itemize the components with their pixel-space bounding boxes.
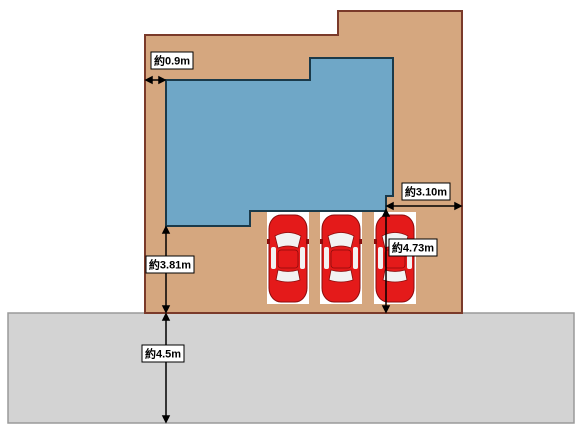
left-mirror xyxy=(267,239,270,244)
road xyxy=(7,312,575,424)
front-setback-text: 約3.81m xyxy=(149,258,191,272)
arrowhead xyxy=(144,75,153,85)
windshield xyxy=(327,232,355,249)
label-parking-width: 約3.10m xyxy=(401,182,451,201)
rear-window xyxy=(328,269,354,283)
side-setback-text: 約0.9m xyxy=(154,54,190,68)
arrowhead xyxy=(161,305,171,314)
arrowhead xyxy=(161,415,171,424)
label-parking-depth: 約4.73m xyxy=(388,238,438,257)
rear-window xyxy=(382,269,408,283)
arrowhead xyxy=(381,208,391,217)
right-side-window xyxy=(353,247,358,269)
parked-car-1 xyxy=(267,212,309,304)
label-side-setback: 約0.9m xyxy=(150,51,194,70)
left-side-window xyxy=(324,247,329,269)
car-roof xyxy=(330,249,352,269)
arrowhead xyxy=(161,312,171,321)
right-mirror xyxy=(306,239,309,244)
arrowhead xyxy=(161,225,171,234)
left-side-window xyxy=(271,247,276,269)
car-roof xyxy=(277,249,299,269)
left-mirror xyxy=(374,239,377,244)
arrowhead xyxy=(158,75,167,85)
building-footprint xyxy=(165,57,394,227)
road-width-text: 約4.5m xyxy=(145,347,181,361)
arrowhead xyxy=(381,305,391,314)
right-mirror xyxy=(359,239,362,244)
parking-cars xyxy=(267,212,416,304)
parked-car-3 xyxy=(374,212,416,304)
windshield xyxy=(274,232,302,249)
parking-depth-text: 約4.73m xyxy=(392,241,434,255)
arrowhead xyxy=(385,201,394,211)
rear-window xyxy=(275,269,301,283)
left-mirror xyxy=(320,239,323,244)
arrowhead xyxy=(454,201,463,211)
left-side-window xyxy=(378,247,383,269)
parked-car-2 xyxy=(320,212,362,304)
right-side-window xyxy=(300,247,305,269)
label-front-setback: 約3.81m xyxy=(145,255,195,274)
parking-width-text: 約3.10m xyxy=(405,185,447,199)
label-road-width: 約4.5m xyxy=(141,344,185,363)
